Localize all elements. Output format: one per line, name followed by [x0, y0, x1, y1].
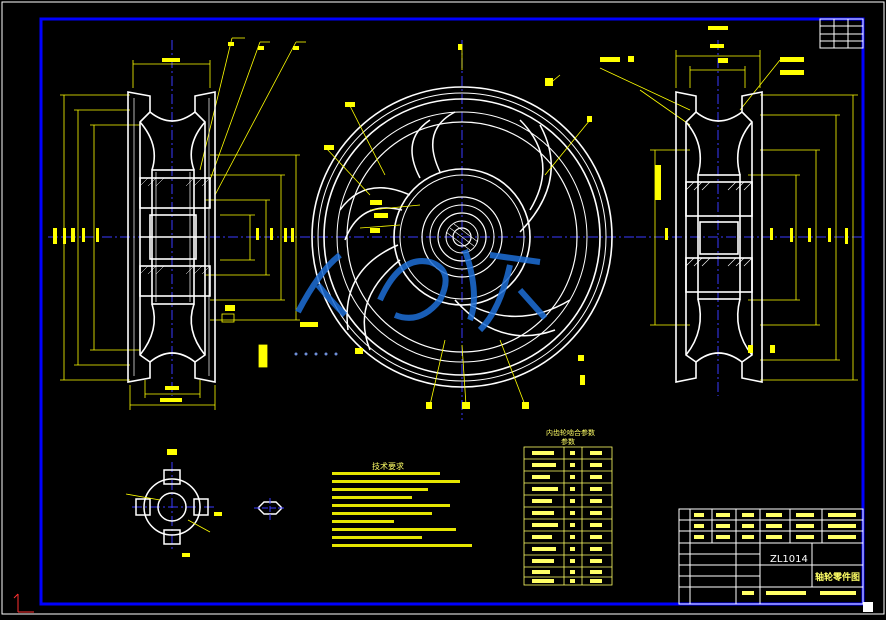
drawing-number: ZL1014 — [770, 554, 808, 565]
drawing-name: 轴轮零件图 — [815, 571, 860, 583]
watermark-logo — [295, 249, 548, 333]
tech-requirements-heading: 技术要求 — [372, 461, 404, 471]
params-table-heading: 内齿轮啮合参数 — [546, 428, 595, 437]
center-front-view — [300, 40, 635, 420]
revision-box — [819, 18, 864, 49]
title-block: ZL1014 轴轮零件图 — [678, 508, 873, 612]
left-section-view — [48, 37, 316, 410]
right-section-view — [599, 26, 862, 396]
watermark-url-dots — [294, 352, 338, 356]
ucs-axis-icon-tick — [13, 593, 19, 599]
detail-view-hub — [125, 449, 222, 557]
drawing-frame — [39, 17, 865, 606]
technical-requirements: 技术要求 — [332, 461, 472, 547]
title-block-corner-mark — [863, 602, 873, 612]
ucs-axis-icon — [17, 594, 34, 613]
detail-view-key — [254, 498, 286, 520]
gear-parameter-table: 内齿轮啮合参数 参数 — [523, 428, 613, 586]
params-table-subheading: 参数 — [561, 437, 575, 446]
